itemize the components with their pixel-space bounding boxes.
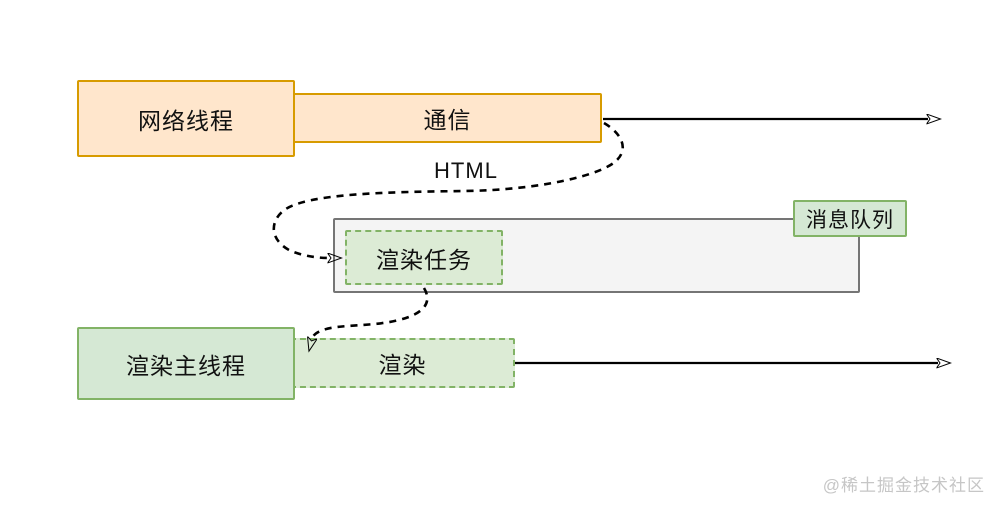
message-queue-title-label: 消息队列 [806,208,894,232]
render-node: 渲染 [290,338,515,388]
network-thread-label: 网络线程 [138,107,234,134]
message-queue-title: 消息队列 [793,200,907,237]
render-task-label: 渲染任务 [376,246,472,273]
render-main-thread-node: 渲染主线程 [77,327,295,400]
render-task-node: 渲染任务 [345,230,503,285]
communication-label: 通信 [423,107,472,133]
watermark: @稀土掘金技术社区 [822,476,985,495]
network-thread-node: 网络线程 [77,80,295,157]
render-main-thread-label: 渲染主线程 [126,352,246,379]
task-to-render-dashed-arrow [312,287,429,339]
communication-node: 通信 [293,93,602,143]
html-transfer-label: HTML [434,158,498,183]
render-label: 渲染 [378,352,427,378]
